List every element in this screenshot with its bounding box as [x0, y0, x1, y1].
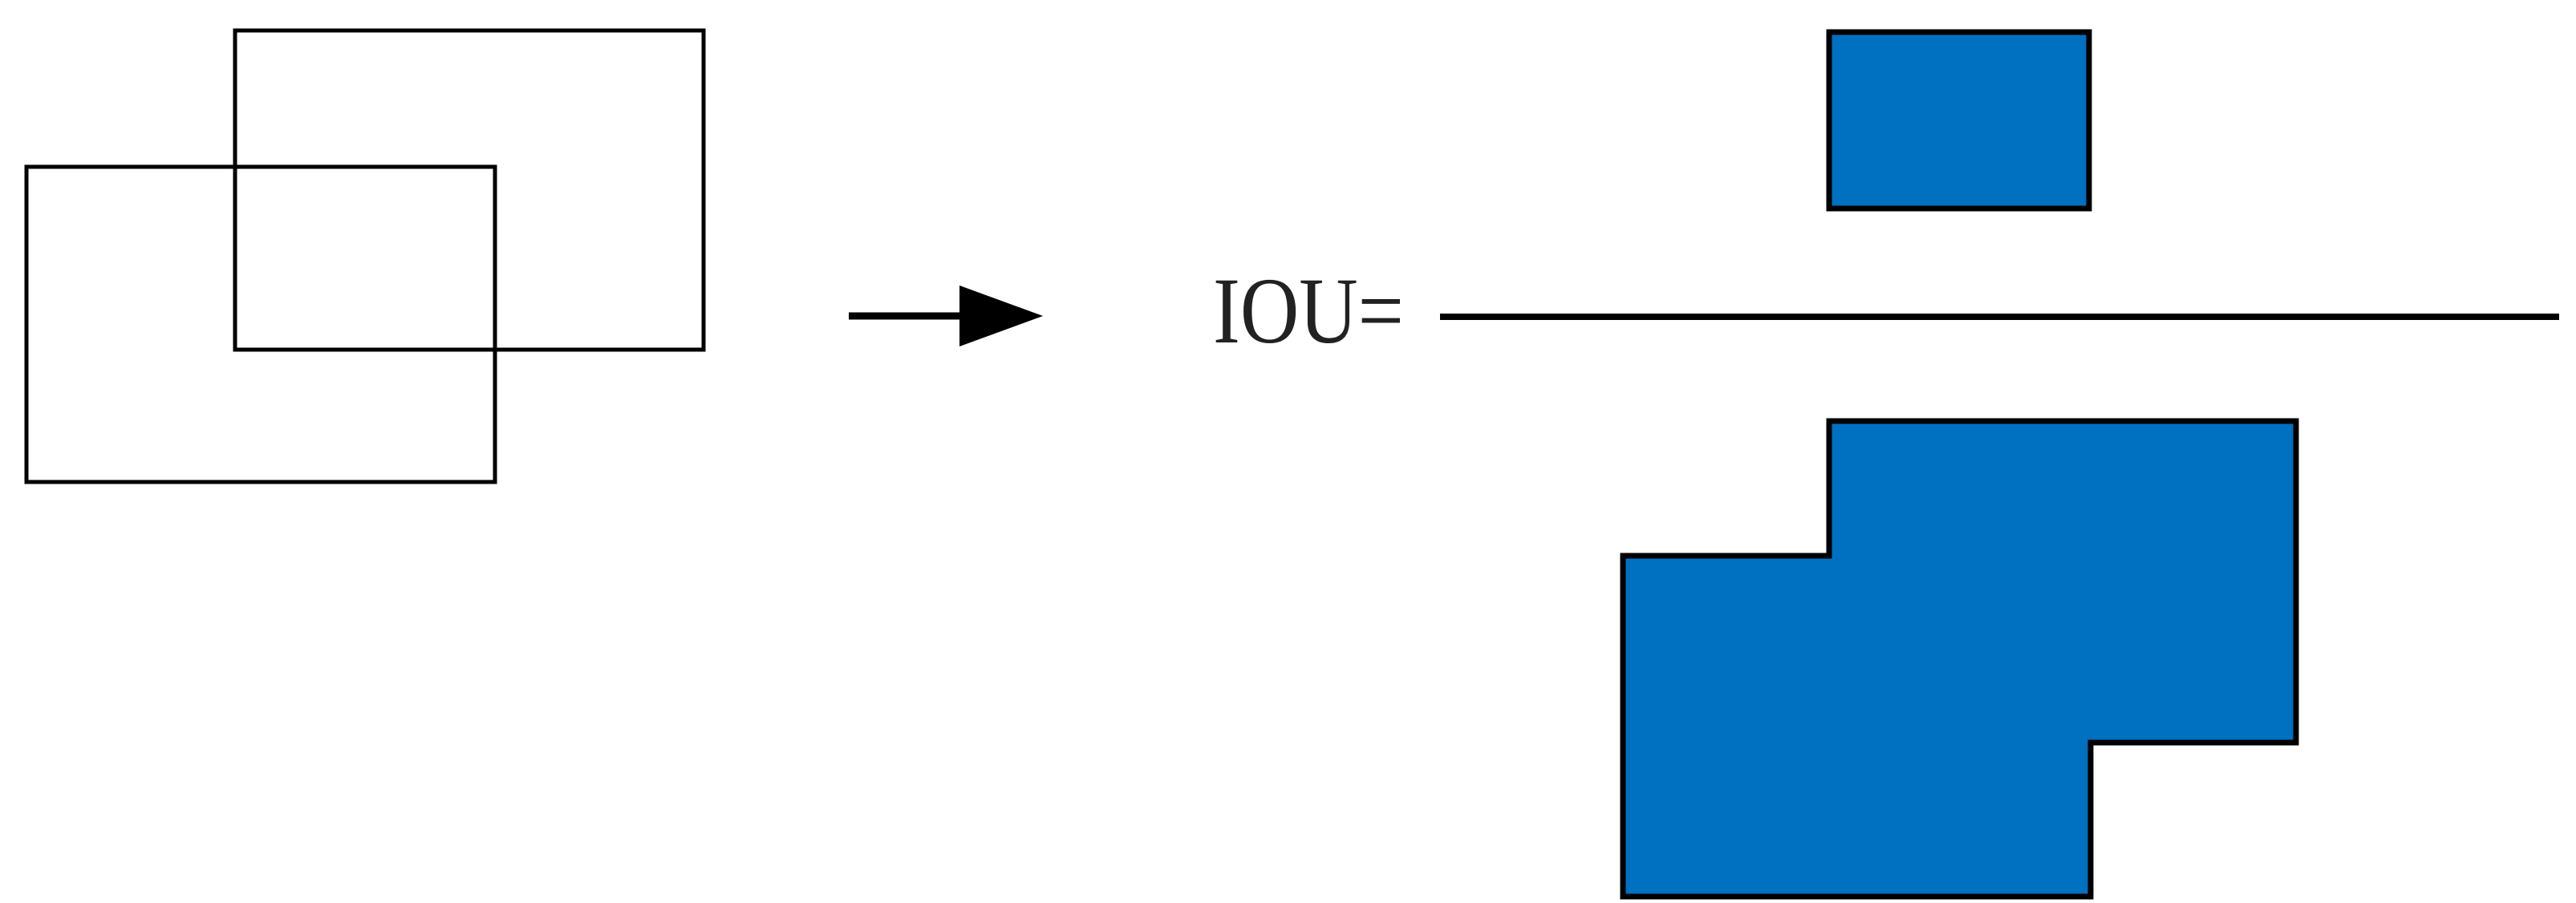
intersection-shape	[1826, 29, 2092, 212]
box-a-outline	[233, 28, 706, 352]
formula-label: IOU=	[1213, 258, 1404, 363]
union-shape	[1620, 418, 2299, 900]
overlapping-boxes-figure	[24, 28, 706, 484]
box-b-outline	[24, 164, 497, 484]
iou-fraction: IOU=	[1213, 29, 2559, 900]
arrow-head	[959, 285, 1043, 346]
right-arrow-icon	[849, 285, 1043, 346]
